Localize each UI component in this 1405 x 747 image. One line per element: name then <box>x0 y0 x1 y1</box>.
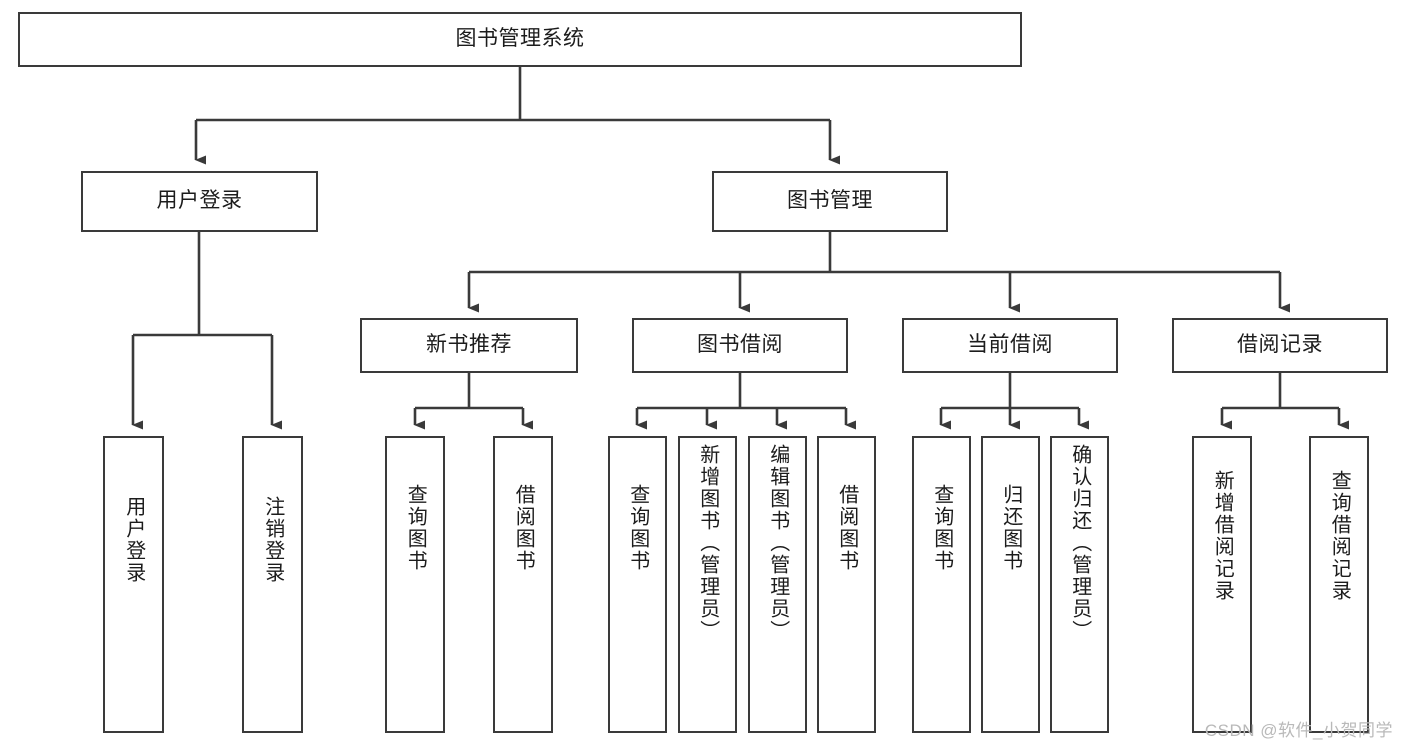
leaf-new-book-query-book[interactable]: 查询图书 <box>385 436 445 733</box>
node-label: 借阅记录 <box>1237 333 1323 357</box>
leaf-records-query-record[interactable]: 查询借阅记录 <box>1309 436 1369 733</box>
leaf-records-add-record[interactable]: 新增借阅记录 <box>1192 436 1252 733</box>
node-label: 新增借阅记录 <box>1211 470 1234 602</box>
node-current-borrow[interactable]: 当前借阅 <box>902 318 1118 373</box>
leaf-borrow-borrow-book[interactable]: 借阅图书 <box>817 436 876 733</box>
node-label: 查询图书 <box>404 484 427 572</box>
csdn-watermark: CSDN @软件_小贺同学 <box>1204 721 1393 740</box>
leaf-current-query-book[interactable]: 查询图书 <box>912 436 971 733</box>
node-book-borrow[interactable]: 图书借阅 <box>632 318 848 373</box>
node-label: 新增图书（管理员） <box>696 444 719 642</box>
node-label: 用户登录 <box>122 496 145 584</box>
node-label: 归还图书 <box>999 484 1022 572</box>
node-label: 编辑图书（管理员） <box>766 444 789 642</box>
node-label: 图书管理 <box>787 189 873 213</box>
leaf-user-login-logout[interactable]: 注销登录 <box>242 436 303 733</box>
node-new-book-recommend[interactable]: 新书推荐 <box>360 318 578 373</box>
leaf-current-confirm-return-admin[interactable]: 确认归还（管理员） <box>1050 436 1109 733</box>
node-label: 用户登录 <box>156 189 243 213</box>
node-label: 查询借阅记录 <box>1328 470 1351 602</box>
node-label: 注销登录 <box>261 496 284 584</box>
leaf-current-return-book[interactable]: 归还图书 <box>981 436 1040 733</box>
leaf-borrow-edit-book-admin[interactable]: 编辑图书（管理员） <box>748 436 807 733</box>
node-book-management[interactable]: 图书管理 <box>712 171 948 232</box>
node-label: 图书借阅 <box>697 333 783 357</box>
node-user-login[interactable]: 用户登录 <box>81 171 318 232</box>
node-label: 查询图书 <box>930 484 953 572</box>
node-root-system[interactable]: 图书管理系统 <box>18 12 1022 67</box>
leaf-user-login-login[interactable]: 用户登录 <box>103 436 164 733</box>
node-label: 当前借阅 <box>967 333 1053 357</box>
node-borrow-records[interactable]: 借阅记录 <box>1172 318 1388 373</box>
leaf-borrow-query-book[interactable]: 查询图书 <box>608 436 667 733</box>
node-label: 查询图书 <box>626 484 649 572</box>
node-label: 确认归还（管理员） <box>1068 444 1091 642</box>
leaf-borrow-add-book-admin[interactable]: 新增图书（管理员） <box>678 436 737 733</box>
node-label: 借阅图书 <box>512 484 535 572</box>
leaf-new-book-borrow-book[interactable]: 借阅图书 <box>493 436 553 733</box>
node-label: 借阅图书 <box>835 484 858 572</box>
node-label: 图书管理系统 <box>455 27 585 51</box>
node-label: 新书推荐 <box>426 333 512 357</box>
